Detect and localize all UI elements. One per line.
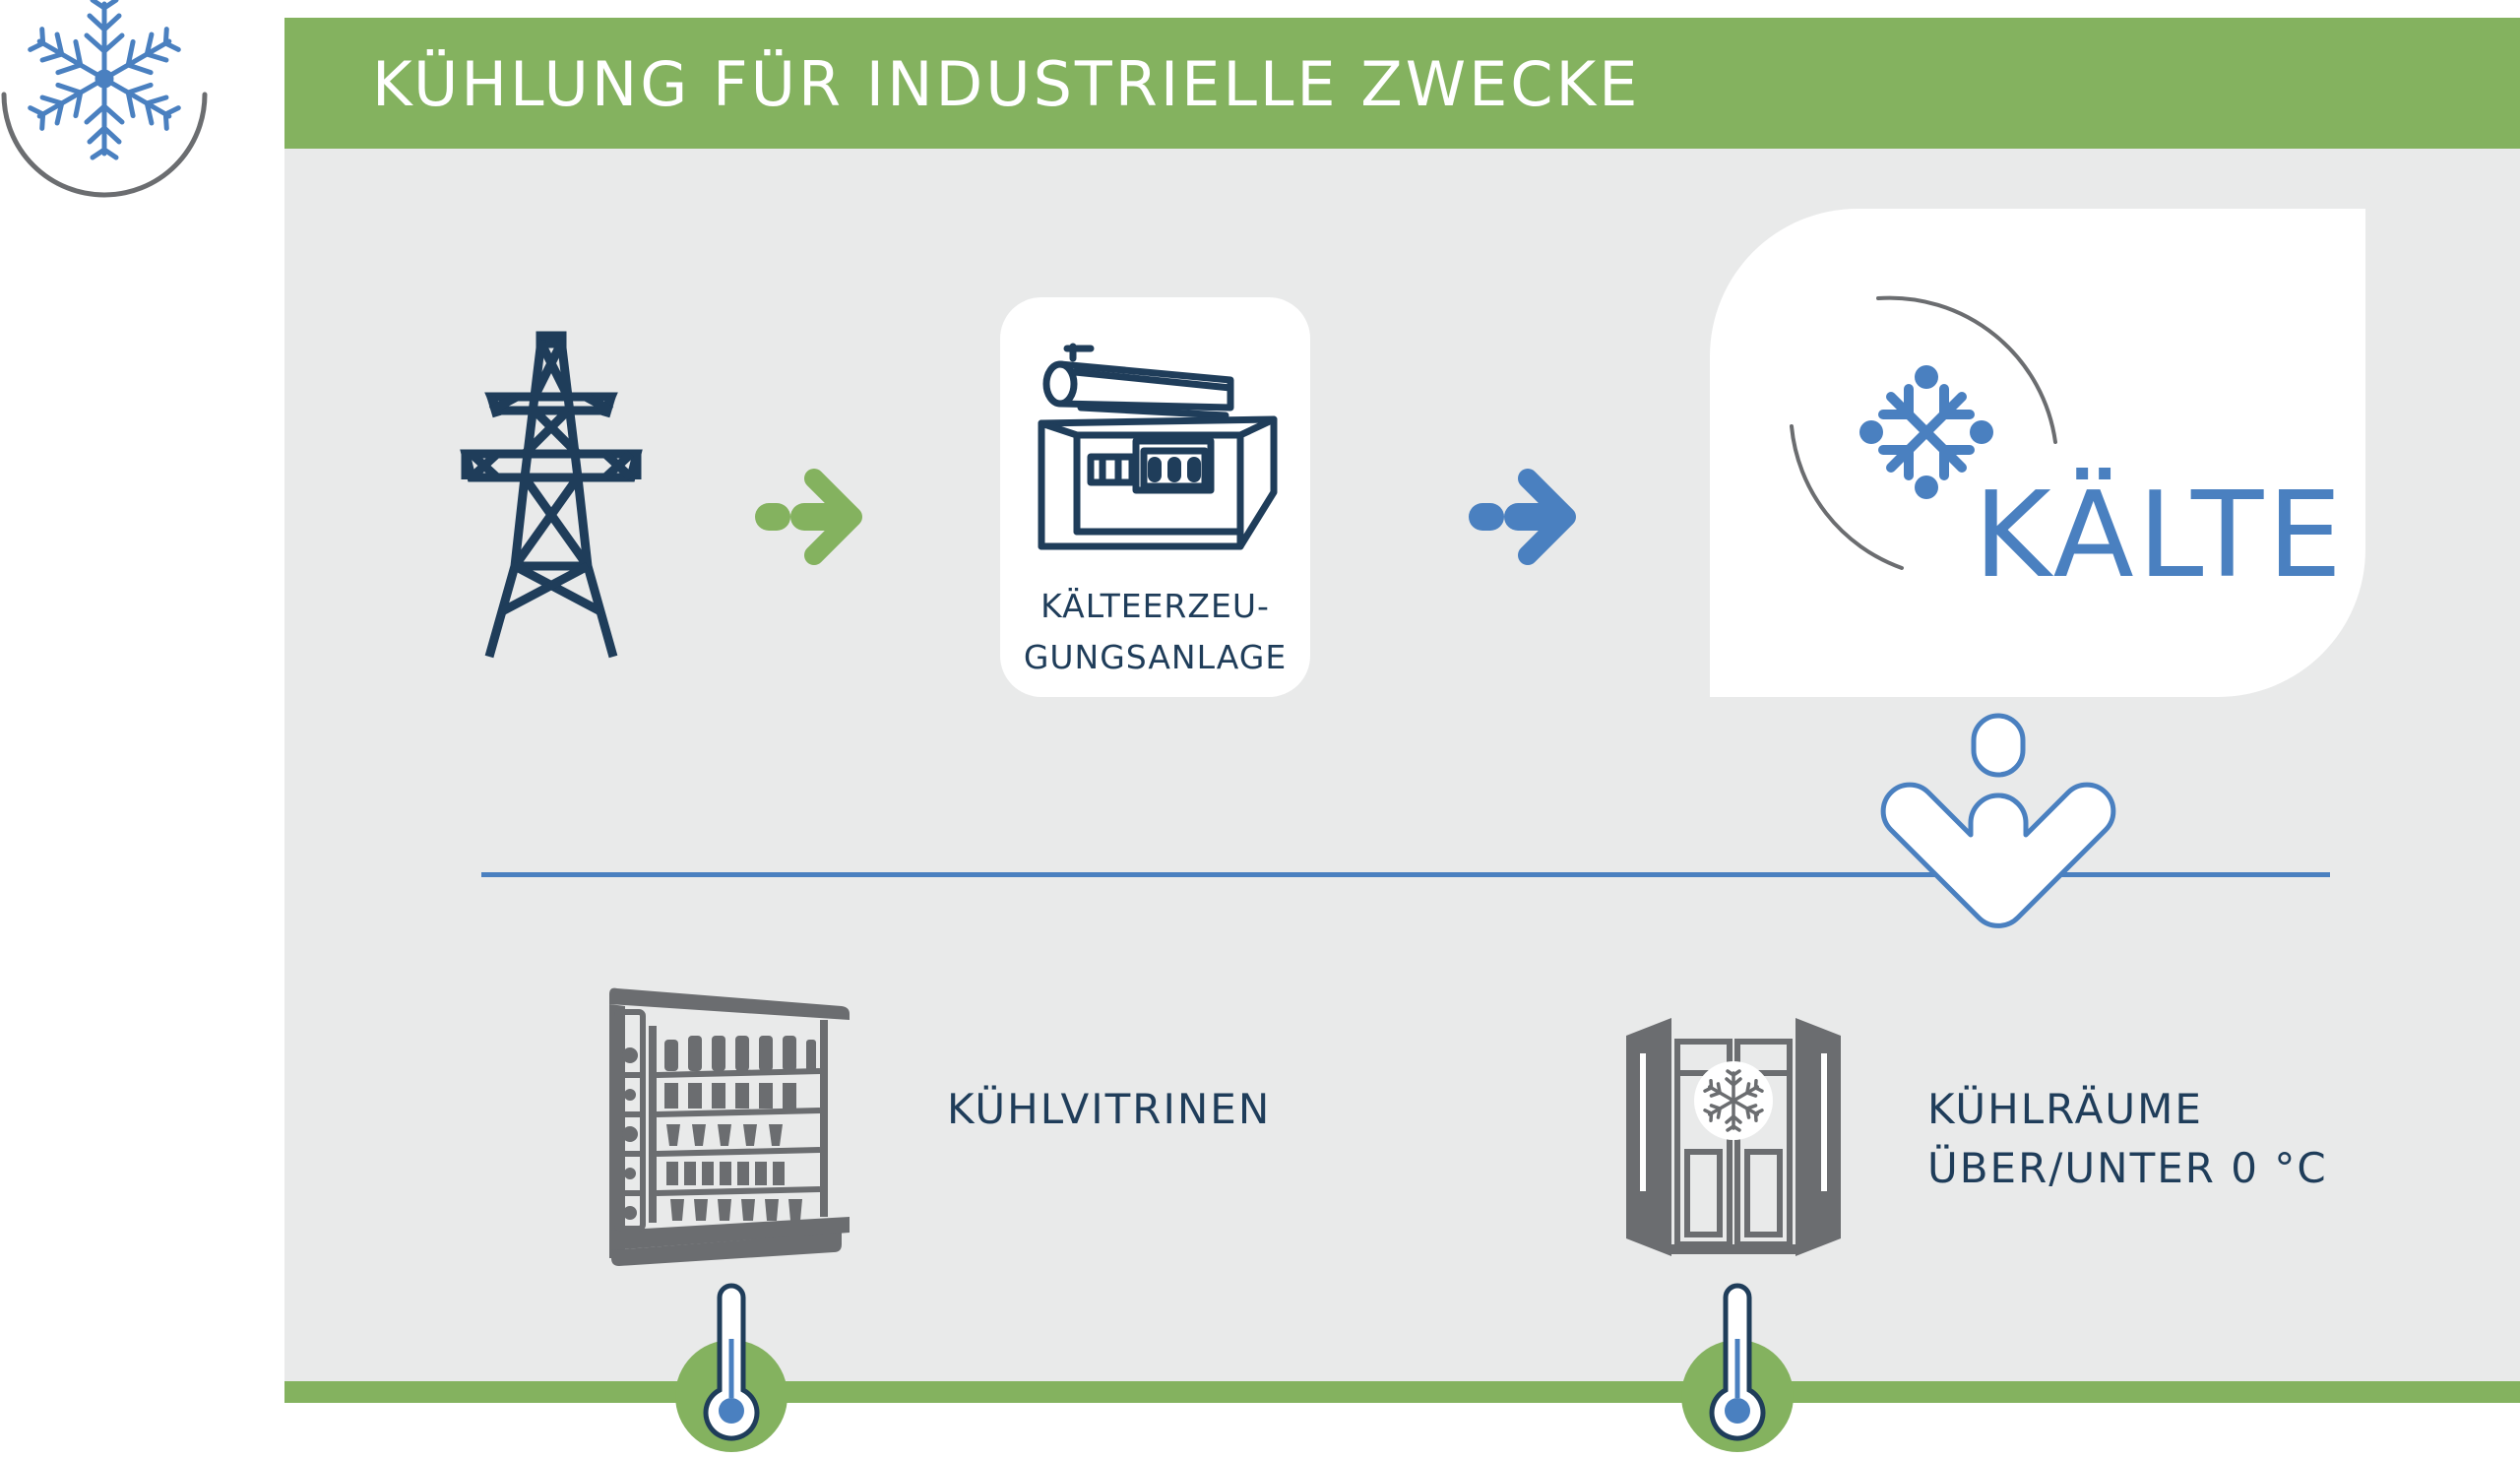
down-arrow-icon bbox=[1880, 713, 2116, 928]
page-title: KÜHLUNG FÜR INDUSTRIELLE ZWECKE bbox=[372, 48, 1641, 120]
cold-output-card bbox=[1710, 209, 2365, 697]
refrigeration-plant-icon bbox=[1038, 343, 1278, 550]
flow-arrow-icon bbox=[1469, 469, 1576, 565]
power-pylon-icon bbox=[460, 331, 643, 659]
refrigeration-plant-label: KÄLTEERZEU- GUNGSANLAGE bbox=[1000, 581, 1310, 683]
cold-room-icon bbox=[1626, 1018, 1841, 1256]
thermometer-icon bbox=[675, 1283, 788, 1452]
refrigeration-plant-label-line2: GUNGSANLAGE bbox=[1023, 638, 1288, 676]
refrigeration-plant-label-line1: KÄLTEERZEU- bbox=[1040, 587, 1270, 625]
use-label-display-cases: KÜHLVITRINEN bbox=[947, 1085, 1272, 1133]
header-bar bbox=[284, 18, 2520, 149]
flow-arrow-icon bbox=[755, 469, 862, 565]
snowflake-logo-icon bbox=[1, 0, 208, 198]
use-label-cold-rooms: KÜHLRÄUME bbox=[1927, 1085, 2203, 1133]
bottom-bar bbox=[284, 1381, 2520, 1403]
thermometer-icon bbox=[1681, 1283, 1794, 1452]
use-label-cold-rooms-temperature: ÜBER/UNTER 0 °C bbox=[1927, 1144, 2328, 1192]
cold-output-label: KÄLTE bbox=[1974, 468, 2347, 604]
divider-line bbox=[481, 872, 2330, 877]
refrigerated-display-case-icon bbox=[609, 987, 850, 1266]
cold-snowflake-icon bbox=[1790, 295, 2057, 570]
